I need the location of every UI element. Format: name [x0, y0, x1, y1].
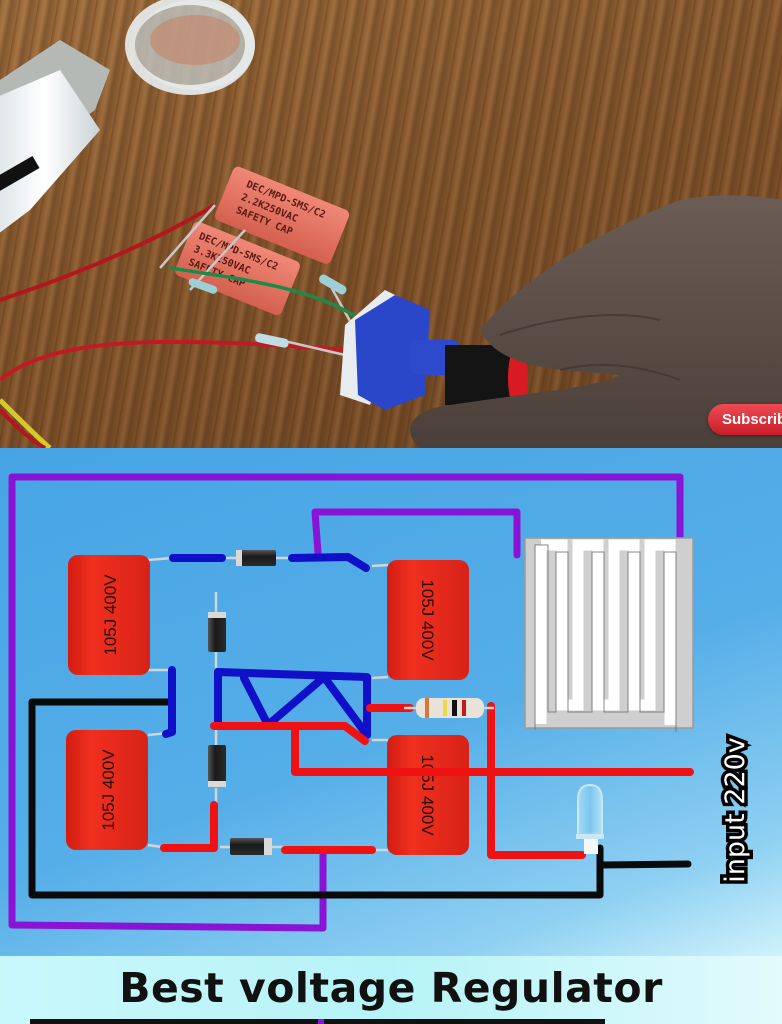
- wire-red: [0, 339, 351, 382]
- diode: [208, 612, 226, 652]
- resistor: [404, 698, 494, 718]
- capacitor-label: 105J 400V: [99, 749, 118, 831]
- progress-marker: [318, 1019, 324, 1024]
- video-frame: DEC/MPD-SMS/C2 2.2K250VAC SAFETY CAP DEC…: [0, 0, 782, 448]
- wire-blue: [162, 553, 371, 739]
- resistor: [318, 274, 347, 295]
- capacitor-top-right: 105J 400V: [387, 560, 469, 680]
- diode: [230, 838, 272, 855]
- capacitor-bottom-left: 105J 400V: [66, 730, 148, 850]
- footer-banner: Best voltage Regulator: [0, 956, 782, 1024]
- wire-purple: [8, 473, 684, 932]
- wire-green: [169, 266, 362, 322]
- capacitor-bottom-right: 105J 400V: [387, 735, 469, 855]
- photo-scene: DEC/MPD-SMS/C2 2.2K250VAC SAFETY CAP DEC…: [0, 0, 782, 448]
- wire-red: [0, 408, 46, 448]
- capacitor-label: 105J 400V: [418, 754, 437, 836]
- wire-black: [28, 698, 692, 899]
- safety-capacitor: DEC/MPD-SMS/C2 2.2K250VAC SAFETY CAP: [215, 166, 350, 264]
- capacitor-label: 105J 400V: [418, 579, 437, 661]
- diode: [236, 550, 276, 566]
- capacitor-top-left: 105J 400V: [68, 555, 150, 675]
- hand: [410, 195, 782, 448]
- potentiometer: [340, 290, 528, 411]
- resistor: [188, 278, 218, 294]
- video-title: Best voltage Regulator: [119, 964, 663, 1012]
- wire-yellow: [0, 398, 52, 448]
- resistor: [255, 333, 289, 348]
- progress-bar-track[interactable]: [30, 1019, 605, 1024]
- led: [576, 783, 604, 854]
- diode: [208, 745, 226, 787]
- heating-element: [524, 537, 694, 732]
- wire-red: [0, 203, 217, 302]
- capacitor-label: 105J 400V: [101, 574, 120, 656]
- circuit-diagram: 105J 400V 105J 400V 105J 400V 105J 400V …: [0, 448, 782, 956]
- subscribe-button[interactable]: Subscrib: [708, 404, 782, 435]
- input-label: input 220v: [720, 737, 751, 883]
- wire-red: [160, 702, 694, 859]
- component-leads: [147, 556, 389, 852]
- circuit-svg: 105J 400V 105J 400V 105J 400V 105J 400V …: [8, 473, 755, 932]
- bulb-holder: [0, 0, 255, 233]
